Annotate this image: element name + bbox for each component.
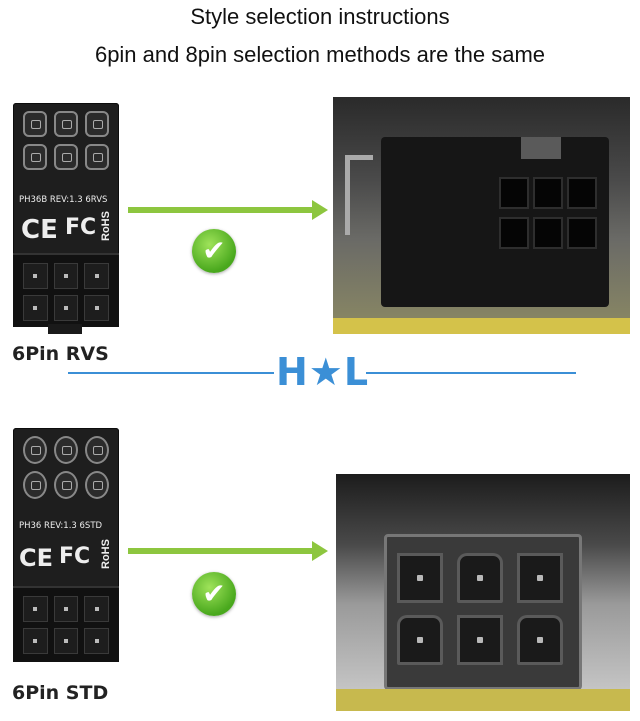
page-title: Style selection instructions — [190, 4, 450, 29]
pin-pad — [23, 144, 47, 170]
pin-pad — [54, 144, 78, 170]
bottom-adapter-board: PH36 REV:1.3 6STD CE FC RoHS — [13, 428, 119, 662]
socket-cell — [53, 628, 79, 654]
pin-pad — [54, 436, 78, 464]
bottom-board-name: 6Pin STD — [12, 682, 109, 704]
connector-housing — [384, 534, 582, 690]
ce-mark: CE — [19, 544, 54, 572]
check-icon: ✔ — [192, 229, 236, 273]
bottom-board-pin-block — [23, 436, 109, 499]
socket-cell — [23, 596, 48, 622]
check-icon: ✔ — [192, 572, 236, 616]
top-board-pin-block — [23, 111, 109, 170]
connector-cavity — [533, 217, 563, 249]
pin-pad — [54, 111, 78, 137]
socket-cell — [53, 596, 79, 622]
pin-pad — [85, 436, 109, 464]
connector-cavity — [567, 177, 597, 209]
ce-mark: CE — [21, 215, 58, 245]
socket-cell — [84, 628, 109, 654]
pcb-edge — [333, 318, 630, 334]
pin-pad — [85, 111, 109, 137]
pin-pad — [23, 471, 47, 499]
fc-mark: FC — [65, 215, 97, 240]
socket-cell — [84, 263, 109, 289]
connector-cavity — [397, 615, 443, 665]
bottom-connector-photo — [336, 474, 630, 711]
arrow-right-icon — [128, 541, 328, 561]
connector-cavity — [499, 217, 529, 249]
connector-cavity — [567, 217, 597, 249]
connector-cavity — [457, 615, 503, 665]
connector-latch — [521, 137, 561, 159]
socket-cell — [84, 596, 109, 622]
arrow-right-icon — [128, 200, 328, 220]
bottom-board-socket — [13, 586, 119, 662]
top-adapter-board: PH36B REV:1.3 6RVS CE FC RoHS — [13, 103, 119, 327]
fc-mark: FC — [59, 544, 91, 569]
pcb-edge — [336, 689, 630, 711]
rohs-mark: RoHS — [99, 211, 112, 241]
connector-cavity — [533, 177, 563, 209]
top-board-socket — [13, 253, 119, 327]
connector-cavity — [457, 553, 503, 603]
socket-grid — [23, 596, 109, 654]
pin-pad — [85, 144, 109, 170]
brand-logo: H★L — [276, 350, 370, 394]
page-subtitle: 6pin and 8pin selection methods are the … — [94, 42, 546, 67]
connector-housing — [381, 137, 609, 307]
socket-cell — [53, 263, 79, 289]
divider-line-left — [68, 372, 274, 374]
socket-cell — [23, 628, 48, 654]
top-board-name: 6Pin RVS — [12, 343, 109, 365]
metal-bracket — [345, 155, 373, 160]
pin-pad — [54, 471, 78, 499]
bottom-board-label: PH36 REV:1.3 6STD — [19, 521, 103, 531]
connector-cavity — [517, 615, 563, 665]
socket-grid — [23, 263, 109, 321]
socket-cell — [23, 263, 48, 289]
socket-latch-tab — [48, 324, 82, 334]
socket-cell — [23, 295, 48, 321]
metal-bracket — [345, 155, 350, 235]
socket-cell — [84, 295, 109, 321]
socket-cell — [53, 295, 79, 321]
top-connector-photo — [333, 97, 630, 334]
connector-cavity — [517, 553, 563, 603]
pin-pad — [85, 471, 109, 499]
pin-pad — [23, 111, 47, 137]
top-board-label: PH36B REV:1.3 6RVS — [19, 195, 108, 205]
connector-cavity — [499, 177, 529, 209]
pin-pad — [23, 436, 47, 464]
rohs-mark: RoHS — [99, 539, 112, 569]
divider-line-right — [366, 372, 576, 374]
connector-cavity — [397, 553, 443, 603]
